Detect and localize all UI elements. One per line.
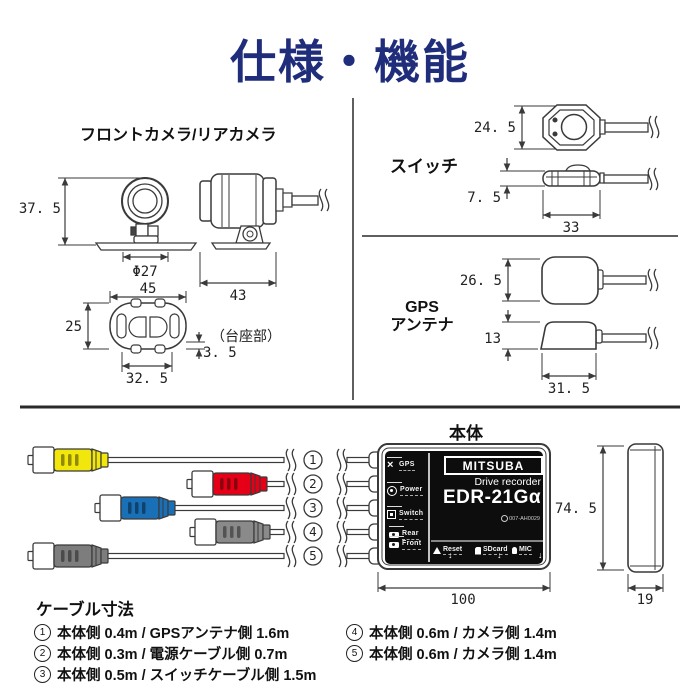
cable-spec-item-5: 5 本体側 0.6m / カメラ側 1.4m [346, 643, 557, 664]
front-camera-icon [389, 541, 399, 548]
main-unit-front-drawing [368, 443, 624, 592]
circled-number-4: 4 [346, 624, 363, 641]
port-front-label: Front [402, 540, 422, 550]
cable-switch-blue [94, 494, 372, 522]
switch-section-heading: スイッチ [390, 157, 458, 176]
gps-satellite-icon: × [387, 459, 394, 472]
dim-base-depth: 25 [65, 319, 82, 335]
cable-spec-text-5: 本体側 0.6m / カメラ側 1.4m [369, 647, 557, 663]
pedestal-note: （台座部） [211, 328, 281, 344]
port-front-camera: Front [389, 536, 422, 550]
cable-power-red [186, 470, 372, 498]
port-power-label: Power [400, 486, 423, 496]
cable-gps-yellow [27, 446, 372, 474]
gps-heading-line1: GPS [405, 299, 439, 316]
sdcard-pointer-arrow-icon: ↓ [497, 550, 502, 560]
switch-side-view-drawing [500, 158, 659, 219]
camera-side-view-drawing [199, 173, 330, 287]
cable-number-2: 2 [309, 477, 317, 491]
dim-switch-length: 33 [563, 220, 580, 236]
reset-label: Reset [443, 546, 463, 555]
circled-number-3: 3 [34, 666, 51, 683]
microphone-icon [512, 547, 517, 554]
circled-number-2: 2 [34, 645, 51, 662]
giteki-mark-icon [501, 515, 509, 522]
certification-line: 007-AH0029 [430, 515, 540, 522]
mic-group: MIC [512, 546, 532, 555]
cable-rear-camera-gray [189, 518, 372, 546]
product-name: Drive recorder [474, 476, 541, 488]
cable-spec-item-3: 3 本体側 0.5m / スイッチケーブル側 1.5m [34, 664, 316, 685]
cable-spec-text-2: 本体側 0.3m / 電源ケーブル側 0.7m [57, 647, 288, 663]
sdcard-label: SDcard [483, 546, 508, 555]
mic-pointer-arrow-icon: ↓ [538, 550, 543, 560]
dim-gps-height: 13 [484, 331, 501, 347]
reset-triangle-icon [433, 547, 441, 554]
reset-group: Reset [433, 546, 463, 555]
cable-spec-item-1: 1 本体側 0.4m / GPSアンテナ側 1.6m [34, 622, 289, 643]
dim-unit-height: 74. 5 [555, 501, 597, 517]
dim-switch-size: 24. 5 [474, 120, 516, 136]
dim-camera-height: 37. 5 [19, 201, 61, 217]
main-unit-side-drawing [627, 443, 664, 592]
port-gps: × GPS [387, 457, 415, 472]
cable-spec-item-4: 4 本体側 0.6m / カメラ側 1.4m [346, 622, 557, 643]
reset-pointer-arrow-icon: ↓ [448, 550, 453, 560]
camera-front-view-drawing [58, 177, 198, 262]
cable-spec-heading: ケーブル寸法 [36, 601, 135, 619]
cable-number-1: 1 [309, 453, 317, 467]
gps-heading-line2: アンテナ [390, 317, 454, 334]
camera-base-view-drawing [83, 291, 205, 372]
gps-top-view-drawing [502, 256, 659, 305]
cable-spec-text-1: 本体側 0.4m / GPSアンテナ側 1.6m [57, 626, 290, 642]
sdcard-icon [475, 546, 481, 555]
switch-top-view-drawing [514, 104, 660, 151]
model-name: EDR-21Gα [443, 487, 542, 508]
port-power: Power [387, 482, 423, 496]
cable-spec-item-2: 2 本体側 0.3m / 電源ケーブル側 0.7m [34, 643, 287, 664]
power-icon [387, 486, 397, 496]
port-gps-label: GPS [399, 461, 415, 471]
unit-section-heading: 本体 [449, 424, 483, 443]
dim-camera-length: 43 [230, 288, 247, 304]
cable-spec-text-4: 本体側 0.6m / カメラ側 1.4m [369, 626, 557, 642]
brand-logo: MITSUBA [462, 458, 525, 473]
dim-base-thickness: 3. 5 [203, 345, 237, 361]
cable-front-camera-gray [27, 542, 372, 570]
dim-unit-width: 100 [450, 592, 475, 608]
mic-label: MIC [519, 546, 532, 555]
dim-base-slot-pitch: 32. 5 [126, 371, 168, 387]
circled-number-1: 1 [34, 624, 51, 641]
page-title: 仕様・機能 [230, 36, 470, 88]
dim-switch-thickness: 7. 5 [467, 190, 501, 206]
rear-camera-icon [389, 531, 399, 538]
sdcard-group: SDcard [475, 546, 508, 555]
switch-icon [387, 510, 396, 520]
dim-gps-length: 31. 5 [548, 381, 590, 397]
section-dividers [20, 98, 680, 409]
cable-number-4: 4 [309, 525, 317, 539]
dim-gps-size: 26. 5 [460, 273, 502, 289]
brand-logo-box: MITSUBA [444, 456, 543, 475]
dim-unit-depth: 19 [637, 592, 654, 608]
dim-camera-lens: Φ27 [132, 264, 157, 280]
cable-number-5: 5 [309, 549, 317, 563]
camera-section-heading: フロントカメラ/リアカメラ [80, 127, 277, 144]
circled-number-5: 5 [346, 645, 363, 662]
certification-number: 007-AH0029 [509, 515, 540, 522]
port-switch-label: Switch [399, 510, 424, 520]
cable-number-3: 3 [309, 501, 317, 515]
gps-side-view-drawing [502, 310, 659, 380]
port-rear-camera: Rear [389, 526, 419, 540]
dim-base-width: 45 [140, 281, 157, 297]
gps-section-heading: GPS アンテナ [382, 299, 462, 335]
port-switch: Switch [387, 506, 424, 520]
port-rear-label: Rear [402, 530, 419, 540]
cable-spec-text-3: 本体側 0.5m / スイッチケーブル側 1.5m [57, 668, 317, 684]
